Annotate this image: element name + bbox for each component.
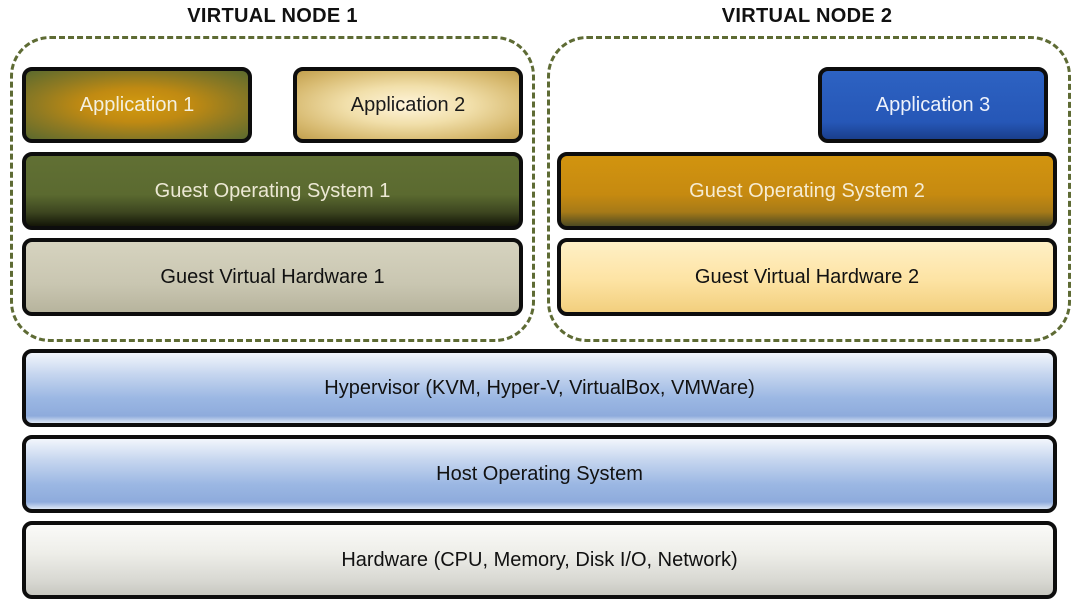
hardware-layer: Hardware (CPU, Memory, Disk I/O, Network… <box>22 521 1057 599</box>
hypervisor-label: Hypervisor (KVM, Hyper-V, VirtualBox, VM… <box>324 376 755 399</box>
application-3-block: Application 3 <box>818 67 1048 143</box>
virtual-node-1-frame <box>10 36 535 342</box>
guest-hardware-1-block: Guest Virtual Hardware 1 <box>22 238 523 316</box>
guest-os-2-block: Guest Operating System 2 <box>557 152 1057 230</box>
guest-hardware-2-block: Guest Virtual Hardware 2 <box>557 238 1057 316</box>
application-1-block: Application 1 <box>22 67 252 143</box>
guest-hardware-2-label: Guest Virtual Hardware 2 <box>694 265 920 288</box>
guest-os-1-block: Guest Operating System 1 <box>22 152 523 230</box>
hardware-label: Hardware (CPU, Memory, Disk I/O, Network… <box>341 548 738 571</box>
guest-os-1-label: Guest Operating System 1 <box>154 179 391 202</box>
hypervisor-layer: Hypervisor (KVM, Hyper-V, VirtualBox, VM… <box>22 349 1057 427</box>
application-3-label: Application 3 <box>875 93 991 116</box>
guest-hardware-1-label: Guest Virtual Hardware 1 <box>160 265 385 288</box>
host-os-layer: Host Operating System <box>22 435 1057 513</box>
host-os-label: Host Operating System <box>436 462 643 485</box>
virtual-node-2-frame <box>547 36 1071 342</box>
virtual-node-2-title: VIRTUAL NODE 2 <box>721 5 893 27</box>
application-1-label: Application 1 <box>79 93 195 116</box>
application-2-block: Application 2 <box>293 67 523 143</box>
application-2-label: Application 2 <box>350 93 466 116</box>
virtual-node-1-title: VIRTUAL NODE 1 <box>187 5 358 27</box>
guest-os-2-label: Guest Operating System 2 <box>689 179 925 202</box>
